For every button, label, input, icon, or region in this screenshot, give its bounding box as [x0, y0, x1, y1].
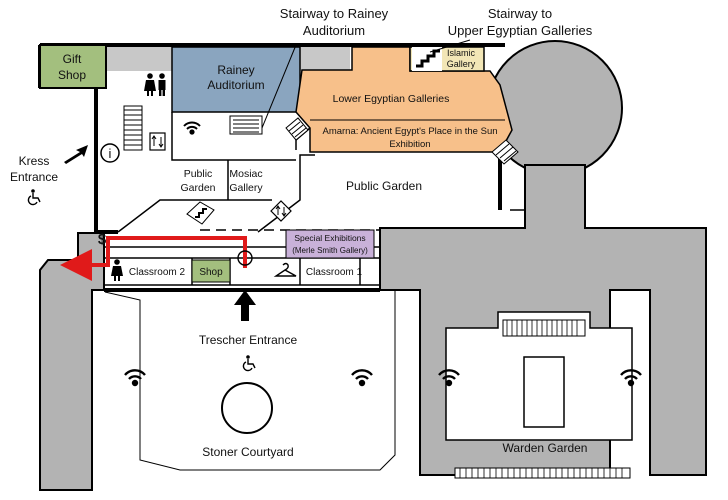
info-icon[interactable]: i — [100, 143, 120, 163]
balustrade — [454, 467, 631, 479]
accessible-icon — [242, 355, 256, 372]
coat-check-icon — [273, 262, 297, 277]
rainey-label: Rainey — [217, 63, 254, 77]
islamic-label: Islamic — [447, 48, 476, 58]
restroom-icon — [144, 73, 166, 96]
mosaic-label: Mosiac — [229, 168, 262, 180]
courtyard-fountain — [221, 382, 273, 434]
elevator-icon — [149, 132, 166, 151]
trescher-entrance-label: Trescher Entrance — [199, 333, 298, 347]
upper-callout-line — [429, 39, 471, 53]
warden-garden-label: Warden Garden — [503, 441, 588, 455]
accessible-icon — [27, 189, 41, 206]
public-garden-small-label-2: Garden — [180, 182, 215, 194]
gift-shop-label-2: Shop — [58, 68, 86, 82]
trescher-entrance-arrow — [234, 290, 256, 321]
shop-room[interactable] — [191, 259, 231, 283]
info-symbol: i — [109, 146, 112, 161]
amarna-label-2: Exhibition — [389, 139, 430, 150]
stairs-icon — [186, 201, 215, 225]
stairs-icon — [285, 117, 309, 141]
special-exhibitions-label-2: (Merle Smith Gallery) — [292, 246, 368, 255]
upper-stair-callout-2: Upper Egyptian Galleries — [448, 23, 593, 38]
elevator-icon — [270, 200, 292, 222]
stairs-icon — [502, 319, 586, 337]
atm-symbol: $ — [98, 231, 107, 248]
amarna-label: Amarna: Ancient Egypt's Place in the Sun — [322, 126, 497, 137]
kress-entrance-label: Kress — [19, 154, 50, 168]
special-exhibitions-label: Special Exhibitions — [294, 233, 365, 243]
stairs-icon — [123, 105, 143, 151]
rainey-label-2: Auditorium — [207, 78, 264, 92]
wifi-icon — [620, 369, 642, 387]
wifi-icon — [183, 121, 201, 135]
special-exhibitions-room[interactable] — [285, 229, 375, 259]
stairs-icon — [229, 115, 263, 135]
kress-entrance-arrow — [64, 145, 88, 164]
courtyard-edge — [104, 290, 396, 471]
rainey-stair-callout: Stairway to Rainey — [280, 6, 389, 21]
stoner-courtyard-label: Stoner Courtyard — [202, 445, 293, 459]
wifi-icon — [438, 369, 460, 387]
wifi-icon — [351, 369, 373, 387]
mosaic-label-2: Gallery — [229, 182, 263, 194]
rainey-auditorium-room[interactable] — [171, 46, 301, 113]
rainey-callout-line — [261, 44, 297, 129]
shop-label: Shop — [199, 267, 223, 278]
stairs-icon — [491, 139, 519, 165]
gift-shop-label: Gift — [63, 52, 82, 66]
islamic-label-2: Gallery — [447, 59, 476, 69]
kress-entrance-label-2: Entrance — [10, 170, 58, 184]
route-path — [60, 236, 247, 281]
classroom1-label: Classroom 1 — [306, 267, 363, 278]
route-start-marker — [237, 250, 253, 266]
public-garden-small-label: Public — [184, 168, 213, 180]
rainey-stair-callout-2: Auditorium — [303, 23, 365, 38]
restroom-icon — [111, 259, 123, 281]
upper-stair-callout: Stairway to — [488, 6, 552, 21]
garden-pool — [523, 356, 565, 428]
gift-shop-room[interactable] — [39, 44, 107, 89]
lower-egyptian-label: Lower Egyptian Galleries — [333, 93, 450, 105]
wifi-icon — [124, 369, 146, 387]
public-garden-large-label: Public Garden — [346, 179, 422, 193]
stairs-icon — [412, 47, 442, 71]
classroom2-label: Classroom 2 — [129, 267, 186, 278]
